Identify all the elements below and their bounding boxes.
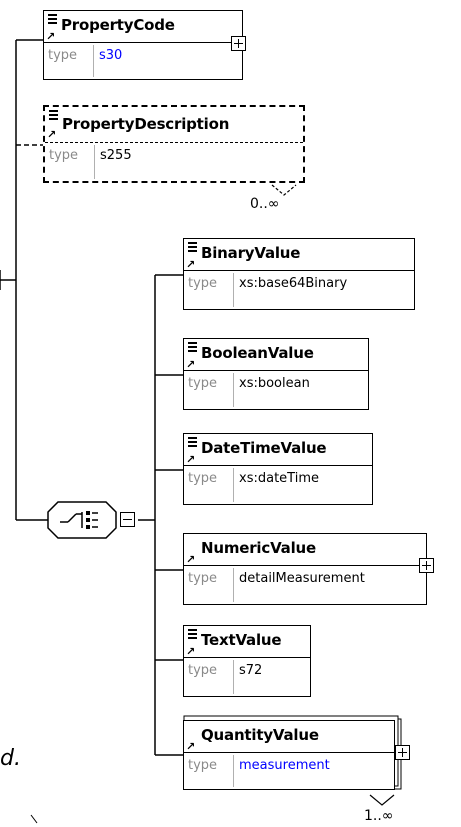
element-property-code[interactable]: ↗ PropertyCode type s30 [43,10,243,80]
element-name: BinaryValue [201,244,301,262]
type-label: type [188,376,218,391]
element-binary-value[interactable]: ↗ BinaryValue type xs:base64Binary [183,238,415,310]
choice-compositor-icon[interactable] [47,501,117,539]
element-name: QuantityValue [201,726,319,744]
type-value: xs:base64Binary [239,276,348,291]
element-lines-icon [188,242,197,254]
reference-arrow-icon: ↗ [47,128,57,141]
reference-arrow-icon: ↗ [186,740,196,753]
element-lines-icon [188,342,197,354]
type-value: s255 [100,148,132,163]
element-lines-icon [49,110,58,122]
type-divider [94,145,95,179]
expand-numeric-value-button[interactable] [419,558,434,573]
element-property-description[interactable]: ↗ PropertyDescription type s255 [43,105,305,183]
choice-collapse-button[interactable] [120,512,135,527]
element-name: TextValue [201,631,282,649]
type-label: type [188,758,218,773]
element-name: DateTimeValue [201,439,327,457]
partial-caption-text: d. [0,746,21,771]
occurrence-label: 1..∞ [364,808,394,824]
expand-quantity-value-button[interactable] [395,745,410,760]
element-boolean-value[interactable]: ↗ BooleanValue type xs:boolean [183,338,369,410]
reference-arrow-icon: ↗ [186,453,196,466]
type-divider [233,660,234,694]
type-divider [233,273,234,307]
type-divider [233,755,234,787]
element-text-value[interactable]: ↗ TextValue type s72 [183,625,311,697]
type-divider [233,568,234,602]
type-value-link[interactable]: s30 [99,48,123,63]
element-datetime-value[interactable]: ↗ DateTimeValue type xs:dateTime [183,433,373,505]
element-name: PropertyDescription [62,115,230,133]
expand-property-code-button[interactable] [231,36,246,51]
reference-arrow-icon: ↗ [46,30,56,43]
reference-arrow-icon: ↗ [186,258,196,271]
element-quantity-value[interactable]: ↗ QuantityValue type measurement [183,720,395,790]
type-divider [233,373,234,407]
element-name: NumericValue [201,539,316,557]
type-value: detailMeasurement [239,571,365,586]
element-numeric-value[interactable]: ↗ NumericValue type detailMeasurement [183,533,427,605]
type-value: xs:boolean [239,376,310,391]
type-label: type [188,276,218,291]
type-value-link[interactable]: measurement [239,758,330,773]
type-divider [233,468,234,502]
type-label: type [188,571,218,586]
type-label: type [49,148,79,163]
type-value: xs:dateTime [239,471,319,486]
occurrence-label: 0..∞ [250,196,280,212]
type-label: type [188,471,218,486]
reference-arrow-icon: ↗ [186,358,196,371]
element-lines-icon [188,437,197,449]
type-value: s72 [239,663,263,678]
element-lines-icon [188,629,197,641]
reference-arrow-icon: ↗ [186,553,196,566]
element-name: PropertyCode [61,16,175,34]
element-lines-icon [48,14,57,26]
element-name: BooleanValue [201,344,314,362]
type-label: type [188,663,218,678]
reference-arrow-icon: ↗ [186,645,196,658]
type-label: type [48,48,78,63]
type-divider [93,45,94,77]
